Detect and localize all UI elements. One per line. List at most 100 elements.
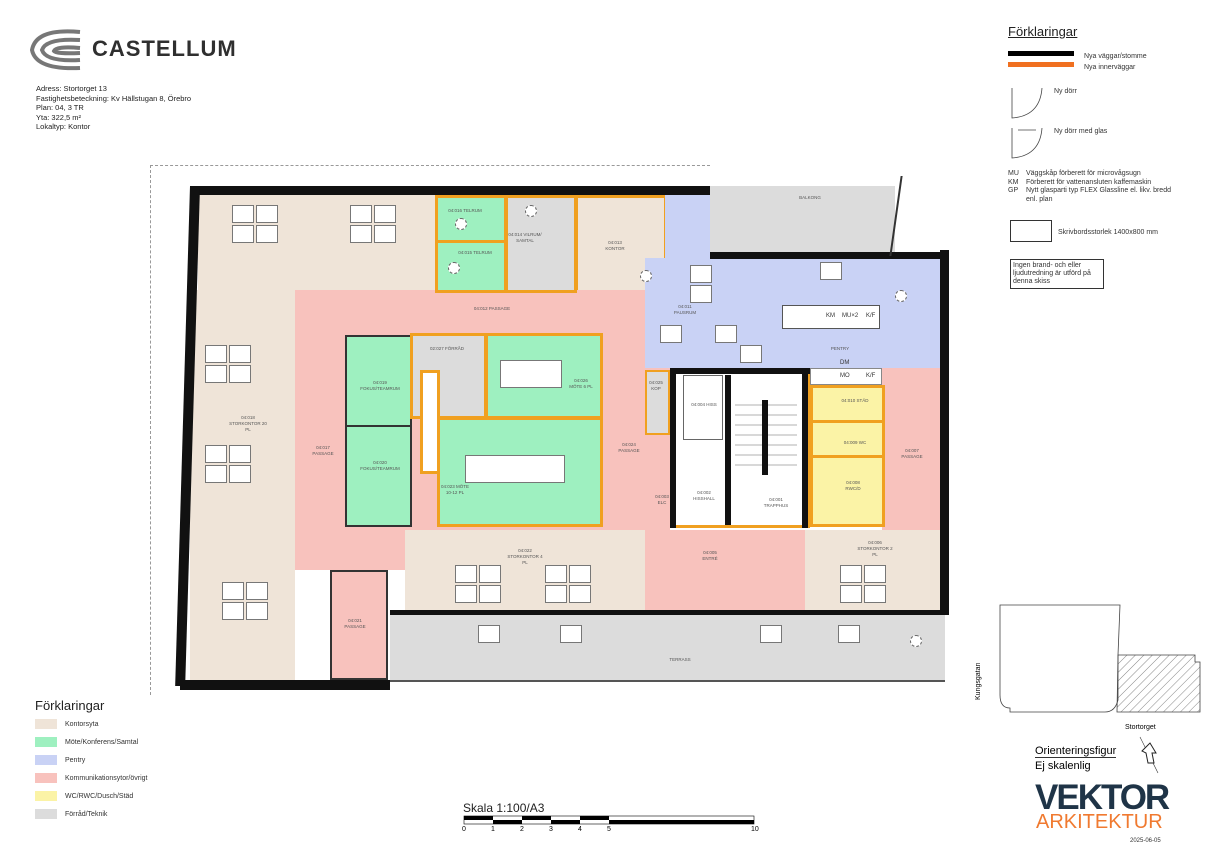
scale-tick: 1 [491, 826, 495, 833]
legend-left: Förklaringar Kontorsyta Möte/Konferens/S… [35, 698, 147, 827]
room-passage-021[interactable] [330, 570, 388, 680]
desk [246, 582, 268, 600]
room-label: 04:021 PASSAGE [344, 618, 366, 629]
table [560, 625, 582, 643]
desk [229, 465, 251, 483]
room-label: 04:011 PAUSRUM [673, 304, 697, 315]
drawing-date: 2025-06-05 [1130, 838, 1161, 844]
notice-box: Ingen brand- och eller ljudutredning är … [1010, 259, 1104, 289]
desk [232, 205, 254, 223]
room-balkong[interactable] [710, 186, 895, 258]
room-fokus-020[interactable] [345, 425, 412, 527]
legend-item: Pentry [35, 755, 147, 773]
legend-right: Förklaringar Nya väggar/stomme Nya inner… [1008, 24, 1213, 289]
desk [374, 225, 396, 243]
wall [670, 368, 676, 528]
fixture-mu: MU×2 [842, 313, 859, 319]
property-info: Adress: Stortorget 13 Fastighetsbeteckni… [36, 84, 191, 132]
room-vilrum[interactable] [505, 195, 577, 293]
room-fokus-019[interactable] [345, 335, 412, 427]
desk [205, 365, 227, 383]
scale-ticks: 0 1 2 3 4 5 10 [462, 826, 772, 836]
terrace-edge [390, 680, 945, 682]
desk [229, 345, 251, 363]
legend-swatch [35, 809, 57, 819]
castellum-logo-icon [29, 29, 81, 71]
room-entre[interactable] [645, 530, 805, 610]
desk [350, 205, 372, 223]
legend-swatch [35, 791, 57, 801]
legend-label: WC/RWC/Dusch/Städ [65, 792, 134, 800]
fixture-km: KM [826, 313, 835, 319]
exterior-wall [940, 250, 949, 615]
table [740, 345, 762, 363]
abbrev-text: Nytt glasparti typ FLEX Glassline el. li… [1026, 187, 1171, 203]
table [820, 262, 842, 280]
legend-swatch [35, 755, 57, 765]
legend-left-title: Förklaringar [35, 698, 105, 713]
floor-plan: KM MU×2 K/F DM MO K/F 04:016 TELRUM 04:0… [150, 165, 949, 695]
legend-swatch [35, 773, 57, 783]
abbrev-text: Förberett för vattenansluten kaffemaskin [1026, 178, 1152, 186]
table [715, 325, 737, 343]
room-kop[interactable] [645, 370, 670, 435]
exterior-wall [198, 186, 710, 195]
fixture-kf: K/F [866, 313, 876, 319]
scale-tick: 10 [751, 826, 759, 833]
conference-table [465, 455, 565, 483]
legend-right-title: Förklaringar [1008, 24, 1078, 39]
room-telrum-015[interactable] [435, 240, 507, 293]
abbrev-text: Väggskåp förberett för microvågsugn [1026, 170, 1141, 177]
table [690, 265, 712, 283]
legend-label: Kontorsyta [65, 720, 99, 728]
door-symbols-icon [1011, 87, 1043, 159]
wall-swatch [1008, 51, 1074, 57]
orientation-map [999, 604, 1201, 713]
elevator [683, 375, 723, 440]
desk [455, 585, 477, 603]
firm-logo-arkitektur: ARKITEKTUR [1036, 811, 1163, 833]
room-label: 04:003 ELC [655, 494, 669, 505]
room-label: 04:023 MÖTE 10-12 PL [440, 484, 469, 495]
desk [205, 345, 227, 363]
street-stortorget: Stortorget [1125, 724, 1156, 731]
fixture-dm: DM [840, 360, 850, 366]
legend-swatch [35, 719, 57, 729]
scale-bar [463, 815, 755, 825]
room-label: 04:008 RWC/D [845, 480, 861, 491]
fixture-kf2: K/F [866, 373, 876, 379]
desk [205, 445, 227, 463]
room-label: 04:022 STORKONTOR 4 PL [507, 548, 543, 565]
desk [374, 205, 396, 223]
room-label: 04:013 KONTOR [605, 240, 625, 251]
room-label: 04:020 FOKUS/TEAMRUM [360, 460, 400, 471]
room-label: 04:014 VILRUM/ SAMTAL [508, 232, 542, 243]
desk [229, 365, 251, 383]
brand-name: CASTELLUM [92, 36, 237, 61]
room-label: PENTRY [830, 346, 850, 351]
room-wc[interactable] [810, 420, 885, 458]
room-terrass[interactable] [390, 615, 945, 680]
site-line [150, 165, 710, 167]
kitchen-counter [810, 368, 882, 385]
room-passage-007[interactable] [882, 368, 940, 530]
inner-wall-swatch [1008, 62, 1074, 68]
room-label: 04:016 TELRUM [448, 208, 482, 213]
fixture-mo: MO [840, 373, 850, 379]
info-type: Lokaltyp: Kontor [36, 122, 91, 131]
room-telrum-016[interactable] [435, 195, 507, 243]
room-label: 04:006 STORKONTOR 2 PL [857, 540, 893, 557]
orientation-subtitle: Ej skalenlig [1035, 760, 1091, 772]
info-plan: Plan: 04, 3 TR [36, 103, 84, 112]
desk [256, 205, 278, 223]
desk [205, 465, 227, 483]
legend-item: Förråd/Teknik [35, 809, 147, 827]
legend-new-glass-door: Ny dörr med glas [1054, 128, 1108, 135]
desk [455, 565, 477, 583]
legend-item: Kontorsyta [35, 719, 147, 737]
legend-label: Kommunikationsytor/övrigt [65, 774, 148, 782]
room-label: 04:024 PASSAGE [618, 442, 640, 453]
chair [448, 262, 460, 274]
zone-office-bottom [405, 530, 645, 610]
